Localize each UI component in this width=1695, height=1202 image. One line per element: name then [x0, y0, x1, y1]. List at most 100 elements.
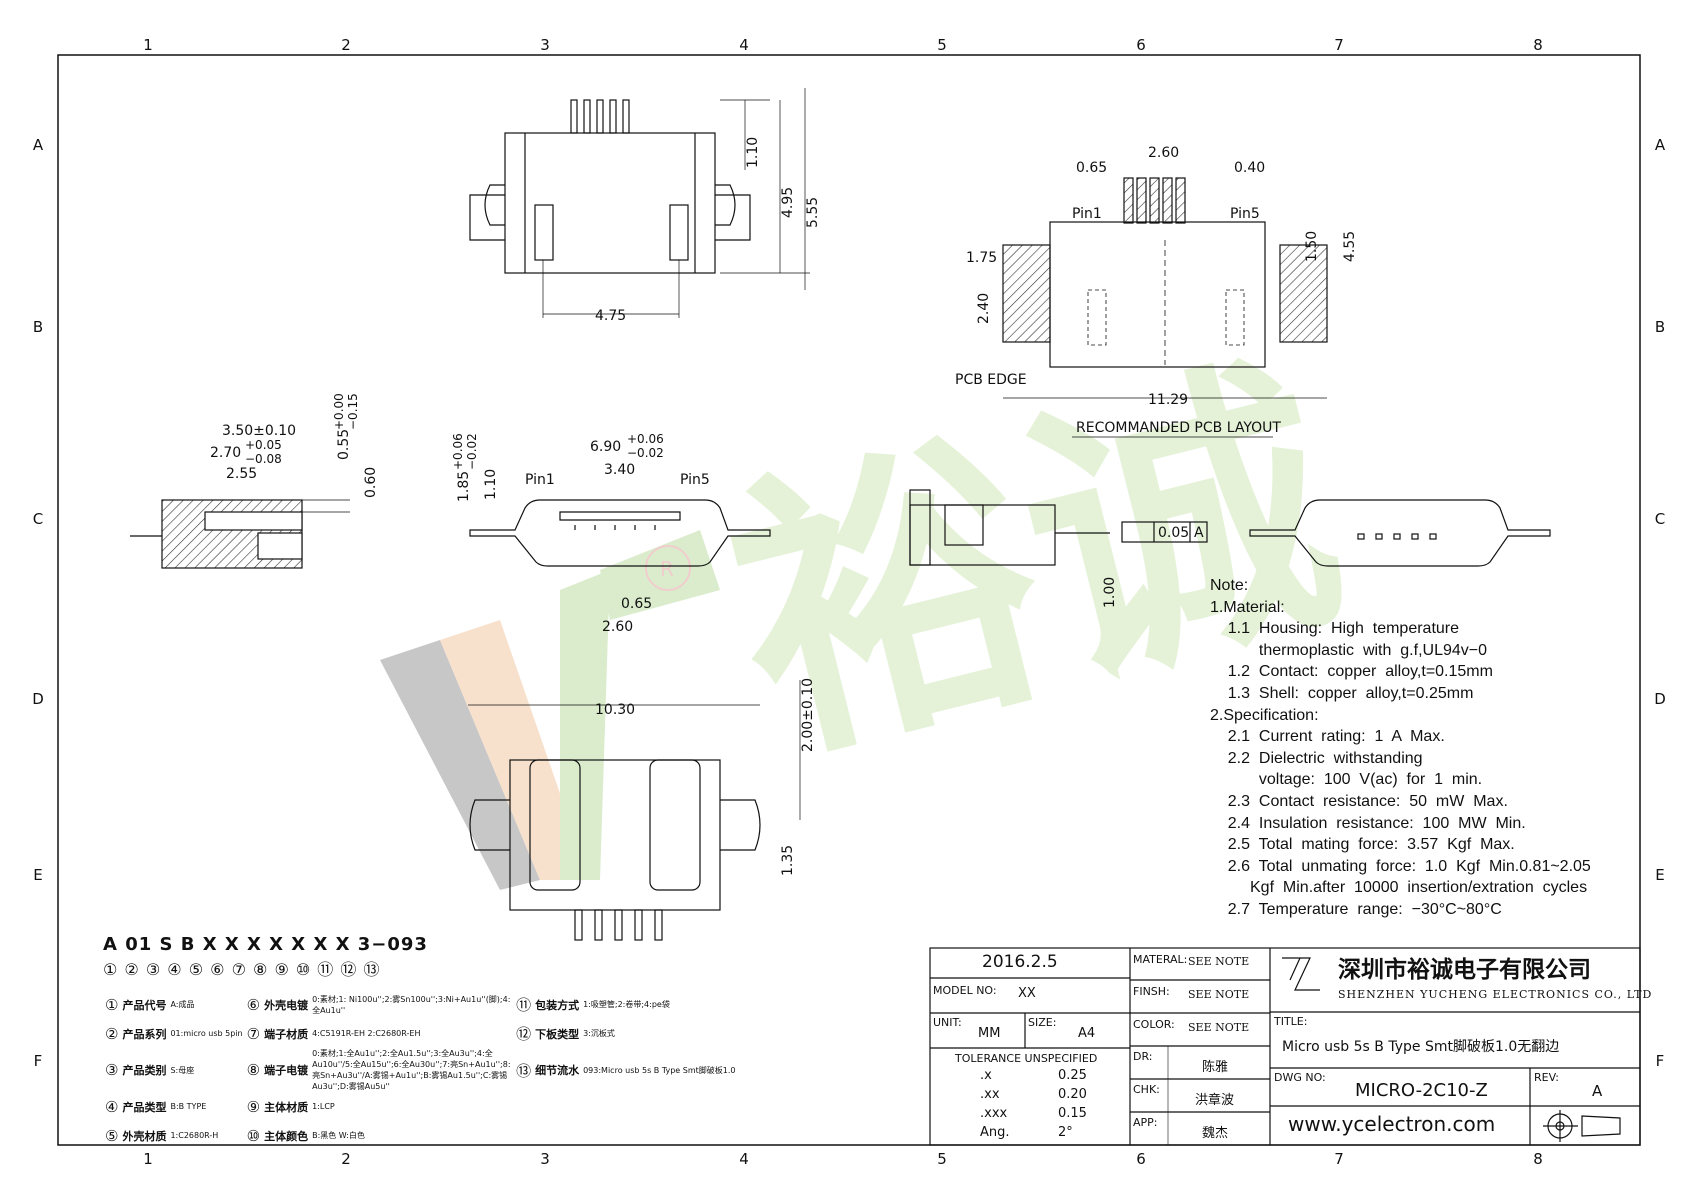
tolerance-value: 0.25 [1058, 1068, 1087, 1083]
grid-col-bottom-7: 7 [1334, 1150, 1344, 1168]
legend-n: ② [105, 1024, 119, 1043]
fv-pin1: Pin1 [525, 472, 555, 488]
legend-v: B:黑色 W:白色 [312, 1131, 365, 1140]
legend-k: 主体颜色 [264, 1129, 309, 1143]
bv-dim-2-00: 2.00±0.10 [800, 678, 816, 752]
legend-v: 1:吸塑管;2:卷带;4:pe袋 [583, 1000, 670, 1009]
legend-n: ⑤ [105, 1126, 119, 1145]
front-view [469, 499, 771, 567]
legend-k: 外壳材质 [122, 1129, 167, 1143]
drawer: 陈雅 [1202, 1060, 1229, 1075]
tolerance-value: 0.15 [1058, 1106, 1087, 1121]
grid-col-bottom-5: 5 [937, 1150, 947, 1168]
company-en: SHENZHEN YUCHENG ELECTRONICS CO., LTD [1338, 988, 1653, 1001]
checker: 洪章波 [1195, 1093, 1235, 1108]
pcb-pin5: Pin5 [1230, 206, 1260, 222]
grid-col-top-4: 4 [739, 36, 749, 54]
fv-dim-3-40: 3.40 [604, 462, 635, 478]
grid-row-right-A: A [1655, 136, 1666, 154]
rev-label: REV: [1534, 1071, 1559, 1084]
pcb-layout-caption: RECOMMANDED PCB LAYOUT [1076, 420, 1281, 436]
legend-k: 产品类型 [122, 1100, 167, 1114]
ls-dim-0-55-m: −0.15 [346, 393, 360, 430]
fv-dim-2-60: 2.60 [602, 619, 633, 635]
legend-k: 端子电镀 [264, 1064, 309, 1077]
model-no-label: MODEL NO: [933, 984, 997, 997]
fv-dim-1-10: 1.10 [483, 469, 499, 500]
part-code: A 01 S B X X X X X X X 3−093 [103, 934, 428, 955]
fv-dim-1-85: 1.85 [456, 471, 472, 502]
pcb-dim-2-40: 2.40 [976, 293, 992, 324]
material-label: MATERAL: [1133, 953, 1188, 966]
fv-dim-6-90: 6.90 [590, 439, 621, 455]
pcb-dim-4-55: 4.55 [1342, 231, 1358, 262]
legend-k: 包装方式 [535, 998, 580, 1012]
datum-a: A [1194, 525, 1204, 541]
dwg-no: MICRO-2C10-Z [1355, 1080, 1488, 1101]
finish: SEE NOTE [1188, 988, 1250, 1001]
legend-n: ③ [105, 1061, 119, 1079]
tolerance-class: Ang. [980, 1125, 1010, 1140]
model-no: XX [1018, 986, 1036, 1001]
top-view-dims: 1.10 4.95 5.55 4.75 [595, 137, 821, 324]
grid-col-top-6: 6 [1136, 36, 1146, 54]
legend-v: 0:素材;1:全Au1u'';2:全Au1.5u'';3:全Au3u'';4:全… [312, 1049, 511, 1091]
legend-n: ① [105, 995, 119, 1014]
legend-n: ⑫ [516, 1025, 532, 1043]
legend-k: 下板类型 [535, 1027, 580, 1041]
grid-col-top-2: 2 [341, 36, 351, 54]
grid-row-left-A: A [33, 136, 44, 154]
left-side-dims: 3.50±0.10 2.70 +0.05 −0.08 2.55 0.55 +0.… [210, 393, 379, 498]
legend-n: ⑬ [516, 1061, 532, 1080]
ls-dim-0-55-p: +0.00 [332, 393, 346, 430]
pcb-dim-11-29: 11.29 [1148, 392, 1188, 408]
size-label: SIZE: [1028, 1016, 1057, 1029]
tolerance-label: TOLERANCE UNSPECIFIED [955, 1052, 1098, 1065]
pcb-pin1: Pin1 [1072, 206, 1102, 222]
bv-dim-10-30: 10.30 [595, 702, 635, 718]
pcb-dim-2-60: 2.60 [1148, 145, 1179, 161]
grid-col-top-3: 3 [540, 36, 550, 54]
note-line: Kgf Min.after 10000 insertion/extration … [1210, 879, 1588, 897]
legend-v: 093:Micro usb 5s B Type Smt脚破板1.0 [583, 1065, 736, 1075]
flatness-value: 0.05 [1158, 525, 1189, 541]
fv-pin5: Pin5 [680, 472, 710, 488]
legend-k: 产品系列 [122, 1027, 167, 1041]
note-line: 2.3 Contact resistance: 50 mW Max. [1210, 792, 1508, 810]
note-line: 1.Material: [1210, 598, 1285, 616]
legend-n: ⑨ [246, 1097, 261, 1116]
title-label: TITLE: [1274, 1015, 1308, 1028]
fv-dim-6-90-p: +0.06 [627, 432, 664, 446]
legend-k: 产品类别 [122, 1064, 167, 1077]
company-cn: 深圳市裕诚电子有限公司 [1338, 957, 1591, 983]
dwg-label: DWG NO: [1274, 1071, 1326, 1084]
front-view-dims: 6.90 +0.06 −0.02 3.40 Pin1 Pin5 1.85 +0.… [451, 432, 710, 635]
bottom-view-dims: 10.30 2.00±0.10 1.35 [595, 678, 816, 876]
grid-col-bottom-4: 4 [739, 1150, 749, 1168]
grid-row-left-C: C [33, 510, 43, 528]
note-line: 2.1 Current rating: 1 A Max. [1210, 728, 1445, 746]
pcb-dim-0-65: 0.65 [1076, 160, 1107, 176]
border [57, 54, 1641, 1146]
fv-dim-1-85-p: +0.06 [451, 433, 465, 470]
legend-v: B:B TYPE [170, 1102, 207, 1111]
fv-dim-0-65: 0.65 [621, 596, 652, 612]
sv-dim-1-00: 1.00 [1102, 577, 1118, 608]
drawing-title: Micro usb 5s B Type Smt脚破板1.0无翻边 [1282, 1039, 1560, 1055]
note-line: thermoplastic with g.f,UL94v−0 [1210, 641, 1488, 659]
chk-label: CHK: [1133, 1083, 1160, 1096]
bottom-view [468, 680, 801, 941]
tolerance-class: .xx [980, 1087, 1000, 1102]
grid-row-left-D: D [32, 690, 44, 708]
tolerance-value: 0.20 [1058, 1087, 1087, 1102]
side-view-mid [909, 489, 1208, 566]
legend-v: 4:C5191R-EH 2:C2680R-EH [312, 1029, 421, 1038]
legend-v: 3:沉板式 [583, 1029, 615, 1038]
ls-dim-3-50: 3.50±0.10 [222, 423, 296, 439]
unit: MM [978, 1026, 1001, 1041]
legend-k: 外壳电镀 [264, 998, 309, 1012]
pcb-dim-1-75: 1.75 [966, 250, 997, 266]
ls-dim-2-55: 2.55 [226, 466, 257, 482]
